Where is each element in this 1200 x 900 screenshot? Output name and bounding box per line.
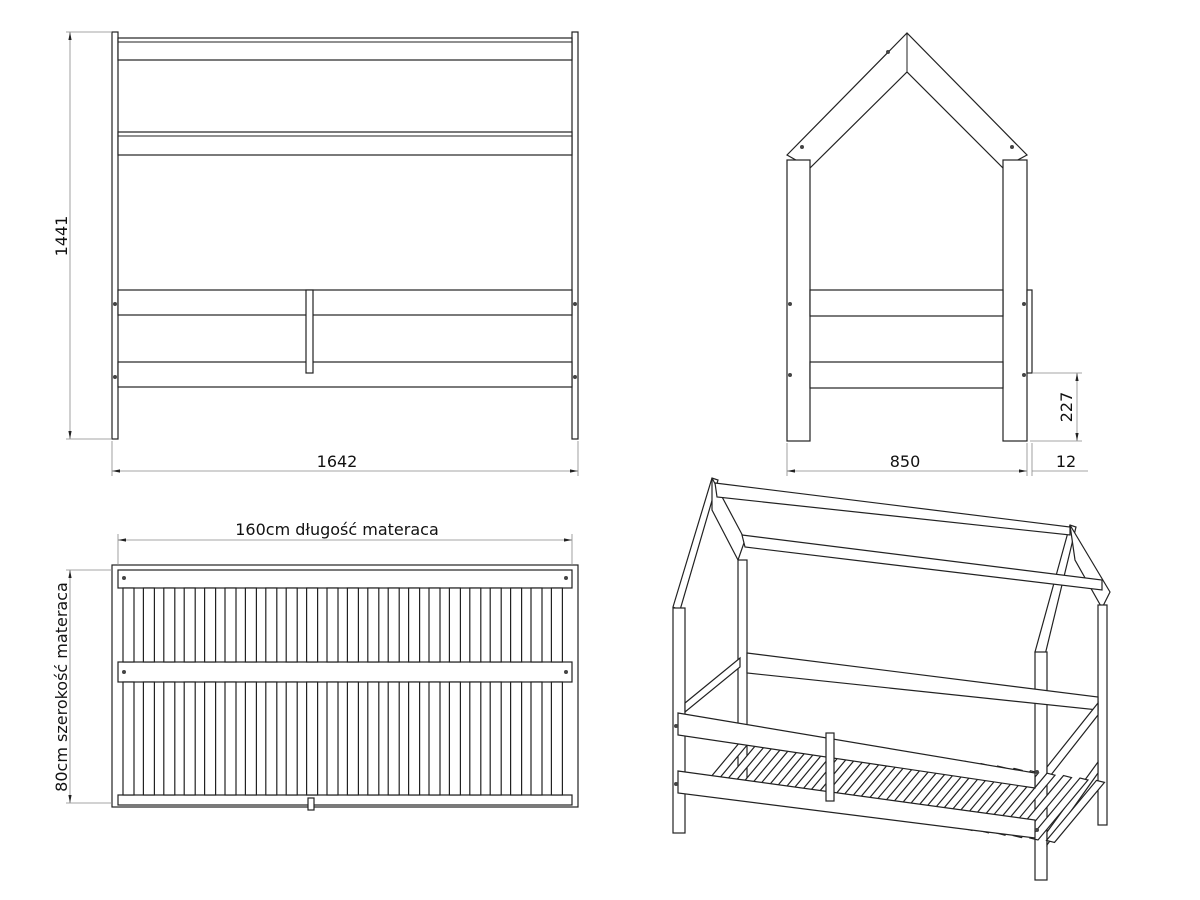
slat xyxy=(530,681,543,796)
slat xyxy=(163,587,176,663)
front-width-dimension: 1642 xyxy=(317,452,358,471)
slat xyxy=(142,681,155,796)
side-view: 850 12 227 xyxy=(786,32,1088,476)
slat xyxy=(408,587,421,663)
slat xyxy=(224,587,237,663)
slat xyxy=(244,587,257,663)
slat xyxy=(306,681,319,796)
slat xyxy=(346,587,359,663)
slat xyxy=(183,587,196,663)
slat xyxy=(367,587,380,663)
mattress-length-dimension: 160cm długość materaca xyxy=(235,520,439,539)
top-view: 160cm długość materaca 80cm szerokość ma… xyxy=(52,520,579,811)
perspective-view xyxy=(672,477,1111,881)
slat xyxy=(326,681,339,796)
slat xyxy=(550,587,564,663)
guard-thickness-dimension: 12 xyxy=(1056,452,1076,471)
slat xyxy=(1028,777,1090,841)
slat xyxy=(367,681,380,796)
slat xyxy=(204,681,217,796)
slat xyxy=(530,587,543,663)
slat xyxy=(1045,779,1106,844)
side-width-dimension: 850 xyxy=(890,452,921,471)
mattress-width-dimension: 80cm szerokość materaca xyxy=(52,582,71,792)
slat xyxy=(510,681,523,796)
front-height-dimension: 1441 xyxy=(52,216,71,257)
slat xyxy=(550,681,564,796)
bed-slats xyxy=(122,587,564,796)
slat xyxy=(122,587,135,663)
rail-height-dimension: 227 xyxy=(1057,392,1076,423)
slat xyxy=(408,681,421,796)
slat xyxy=(326,587,339,663)
slat xyxy=(469,587,482,663)
slat xyxy=(285,587,298,663)
slat xyxy=(142,587,155,663)
slat xyxy=(510,587,523,663)
slat xyxy=(428,587,441,663)
slat xyxy=(346,681,359,796)
front-view: 1441 1642 xyxy=(52,31,579,476)
slat xyxy=(163,681,176,796)
slat xyxy=(224,681,237,796)
slat xyxy=(306,587,319,663)
slat xyxy=(204,587,217,663)
slat xyxy=(265,681,278,796)
slat xyxy=(489,681,502,796)
slat xyxy=(122,681,135,796)
slat xyxy=(489,587,502,663)
slat xyxy=(183,681,196,796)
slat xyxy=(387,681,400,796)
slat xyxy=(469,681,482,796)
slat xyxy=(244,681,257,796)
slat xyxy=(387,587,400,663)
slat xyxy=(265,587,278,663)
slat xyxy=(285,681,298,796)
slat xyxy=(448,587,461,663)
slat xyxy=(448,681,461,796)
slat xyxy=(428,681,441,796)
